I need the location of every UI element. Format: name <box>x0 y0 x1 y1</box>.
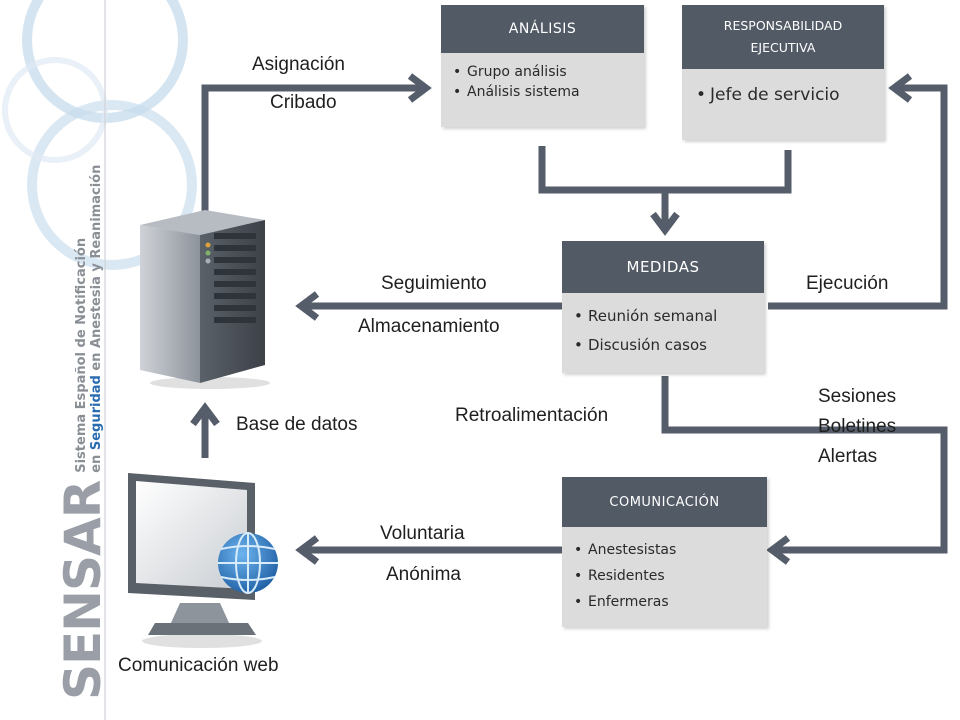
label-sesiones: Sesiones <box>818 386 897 407</box>
label-alertas: Alertas <box>818 446 878 467</box>
arrowhead-server-up <box>190 402 220 427</box>
sensar-line2-suffix: en Anestesia y Reanimación <box>89 164 104 376</box>
responsabilidad-title: RESPONSABILIDAD EJECUTIVA <box>682 5 884 69</box>
responsabilidad-list: Jefe de servicio <box>682 69 884 107</box>
arrow-medidas-to-responsabilidad <box>768 84 948 310</box>
analisis-list: Grupo análisis Análisis sistema <box>441 53 644 102</box>
responsabilidad-box: RESPONSABILIDAD EJECUTIVA Jefe de servic… <box>682 5 884 140</box>
arrowhead-analisis <box>407 73 432 103</box>
analisis-box: ANÁLISIS Grupo análisis Análisis sistema <box>441 5 644 127</box>
responsabilidad-title-line1: RESPONSABILIDAD <box>723 18 843 33</box>
label-voluntaria: Voluntaria <box>380 523 465 544</box>
comunicacion-item: Residentes <box>572 563 767 589</box>
responsabilidad-item: Jefe de servicio <box>694 83 884 107</box>
medidas-item: Discusión casos <box>572 331 764 360</box>
sensar-line2-bold: Seguridad <box>89 375 104 451</box>
sensar-line2: en Seguridad en Anestesia y Reanimación <box>89 165 104 473</box>
label-seguimiento: Seguimiento <box>381 273 487 294</box>
comunicacion-title: COMUNICACIÓN <box>562 477 767 527</box>
label-almacenamiento: Almacenamiento <box>358 316 500 337</box>
label-anonima: Anónima <box>386 564 461 585</box>
arrowhead-responsabilidad <box>888 73 913 103</box>
arrowhead-monitor <box>295 535 320 565</box>
comunicacion-item: Enfermeras <box>572 589 767 615</box>
server-tower-icon <box>140 210 270 389</box>
arrowhead-comunicacion <box>766 535 791 565</box>
sensar-line2-prefix: en <box>89 450 104 473</box>
arrow-medidas-to-comunicacion <box>661 376 948 554</box>
sensar-brand: SENSAR <box>54 480 112 700</box>
sensar-logo: SENSAR Sistema Español de Notificación e… <box>54 165 112 700</box>
label-cribado: Cribado <box>270 92 337 113</box>
label-ejecucion: Ejecución <box>806 273 889 294</box>
comunicacion-list: Anestesistas Residentes Enfermeras <box>562 527 767 615</box>
label-boletines: Boletines <box>818 416 897 437</box>
medidas-list: Reunión semanal Discusión casos <box>562 293 764 360</box>
sensar-line1: Sistema Español de Notificación <box>74 237 89 473</box>
label-retroalimentacion: Retroalimentación <box>455 405 609 426</box>
medidas-box: MEDIDAS Reunión semanal Discusión casos <box>562 241 764 373</box>
medidas-title: MEDIDAS <box>562 241 764 293</box>
label-base-de-datos: Base de datos <box>236 414 358 435</box>
label-asignacion: Asignación <box>252 54 345 75</box>
responsabilidad-title-line2: EJECUTIVA <box>750 40 816 55</box>
analisis-title: ANÁLISIS <box>441 5 644 53</box>
arrowhead-medidas <box>650 211 680 236</box>
arrow-server-to-analisis <box>201 84 424 212</box>
monitor-globe-icon <box>128 473 278 648</box>
label-comunicacion-web: Comunicación web <box>118 655 279 676</box>
arrowhead-server <box>295 291 320 321</box>
comunicacion-item: Anestesistas <box>572 537 767 563</box>
analisis-item: Grupo análisis <box>451 62 644 82</box>
arrow-analisis-to-medidas <box>538 146 792 194</box>
comunicacion-box: COMUNICACIÓN Anestesistas Residentes Enf… <box>562 477 767 627</box>
analisis-item: Análisis sistema <box>451 82 644 102</box>
medidas-item: Reunión semanal <box>572 302 764 331</box>
